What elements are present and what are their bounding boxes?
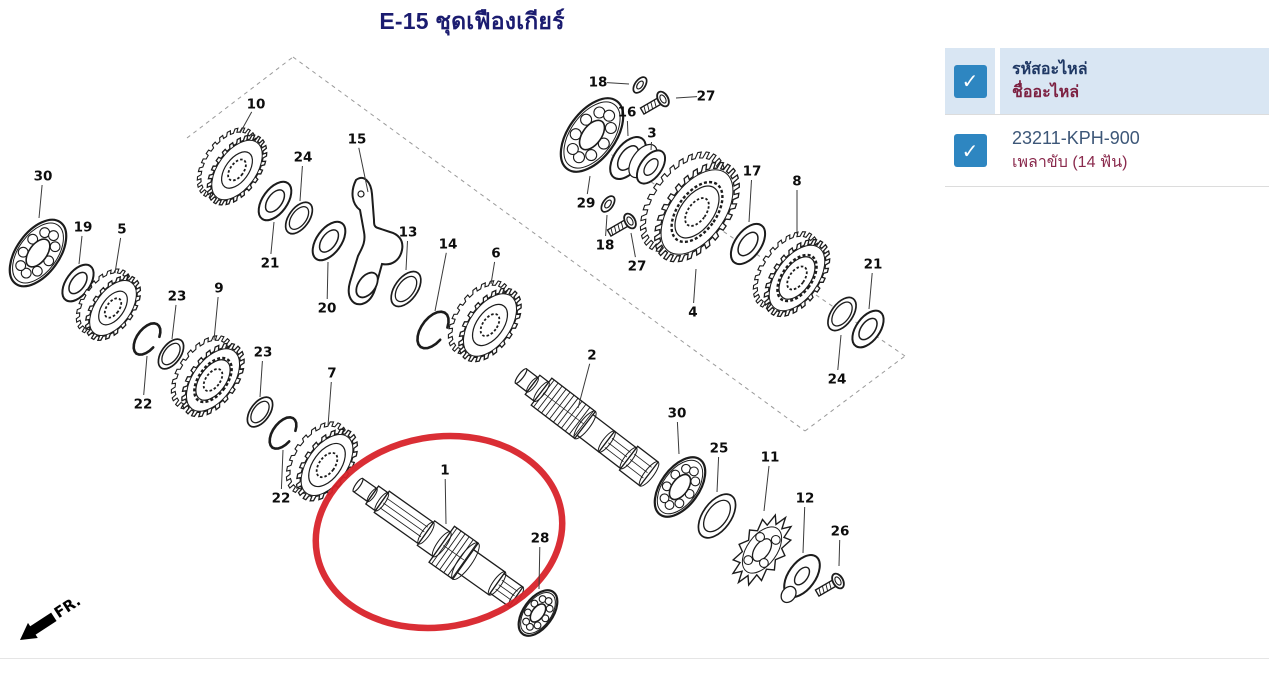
part-number-label-19[interactable]: 19 <box>74 220 93 236</box>
header-checkbox-cell: ✓ <box>945 48 1000 114</box>
part-gear2 <box>639 151 740 263</box>
part-number-label-3[interactable]: 3 <box>647 126 656 142</box>
part-gear <box>447 280 522 363</box>
part-number-label-9[interactable]: 9 <box>214 281 223 297</box>
parts-drawings <box>8 76 885 637</box>
part-ring <box>827 296 857 332</box>
part-gear2 <box>752 231 831 318</box>
part-bearing <box>653 456 707 518</box>
part-number-label-13[interactable]: 13 <box>399 225 418 241</box>
part-number-label-5[interactable]: 5 <box>117 222 126 238</box>
parts-list-header: ✓ รหัสอะไหล่ ชื่ออะไหล่ <box>945 48 1269 114</box>
part-number-label-4[interactable]: 4 <box>688 305 697 321</box>
part-plate <box>780 554 821 604</box>
part-number-label-1[interactable]: 1 <box>440 463 449 479</box>
page-title: E-15 ชุดเฟืองเกียร์ <box>379 8 565 34</box>
part-number-label-18[interactable]: 18 <box>589 75 608 91</box>
part-nut <box>632 76 648 94</box>
bottom-divider <box>0 658 1269 659</box>
part-number-label-18[interactable]: 18 <box>596 238 615 254</box>
part-number-label-30[interactable]: 30 <box>34 169 53 185</box>
select-all-checkbox[interactable]: ✓ <box>953 64 987 98</box>
part-number-label-28[interactable]: 28 <box>531 531 550 547</box>
part-number-label-24[interactable]: 24 <box>294 150 313 166</box>
leader-lines <box>38 82 873 590</box>
part-number-label-21[interactable]: 21 <box>864 257 883 273</box>
part-washer <box>311 220 347 262</box>
part-gear <box>75 268 142 341</box>
part-number-label-12[interactable]: 12 <box>796 491 815 507</box>
part-ring <box>157 338 185 370</box>
part-bolt <box>606 212 637 237</box>
part-number-label-10[interactable]: 10 <box>247 97 266 113</box>
part-nut <box>600 195 616 213</box>
part-shaft <box>514 367 660 487</box>
part-number-label-27[interactable]: 27 <box>628 259 647 275</box>
part-number-label-2[interactable]: 2 <box>587 348 596 364</box>
part-number-label-23[interactable]: 23 <box>168 289 187 305</box>
check-icon: ✓ <box>961 69 979 93</box>
part-number-label-16[interactable]: 16 <box>618 105 637 121</box>
part-number-label-23[interactable]: 23 <box>254 345 273 361</box>
part-shaft <box>352 477 525 608</box>
part-number-label-22[interactable]: 22 <box>272 491 291 507</box>
part-ring <box>390 270 422 308</box>
part-number-label-25[interactable]: 25 <box>710 441 729 457</box>
part-bearing <box>8 218 68 288</box>
part-number-label-26[interactable]: 26 <box>831 524 850 540</box>
part-circlip <box>416 310 450 350</box>
part-number-label-7[interactable]: 7 <box>327 366 336 382</box>
part-number-label-30[interactable]: 30 <box>668 406 687 422</box>
part-number-label-20[interactable]: 20 <box>318 301 337 317</box>
part-number-label-27[interactable]: 27 <box>697 89 716 105</box>
header-name-label: ชื่ออะไหล่ <box>1012 84 1080 101</box>
part-number-label-8[interactable]: 8 <box>792 174 801 190</box>
part-name: เพลาขับ (14 ฟัน) <box>1012 154 1128 171</box>
part-number-label-6[interactable]: 6 <box>491 246 500 262</box>
part-number-label-24[interactable]: 24 <box>828 372 847 388</box>
part-number-label-21[interactable]: 21 <box>261 256 280 272</box>
part-gear <box>285 421 359 502</box>
part-ring <box>697 493 737 539</box>
part-fork <box>347 176 404 306</box>
part-bolt <box>639 90 670 115</box>
part-washer <box>851 309 885 349</box>
part-number-label-22[interactable]: 22 <box>134 397 153 413</box>
part-gear <box>196 127 268 206</box>
header-code-label: รหัสอะไหล่ <box>1012 61 1088 78</box>
fr-direction-arrow: FR. <box>20 592 84 640</box>
fr-label: FR. <box>51 592 84 622</box>
part-sprocket <box>731 513 793 587</box>
part-circlip <box>132 321 162 356</box>
part-checkbox[interactable]: ✓ <box>953 134 987 167</box>
part-number-label-29[interactable]: 29 <box>577 196 596 212</box>
part-number-label-17[interactable]: 17 <box>743 164 762 180</box>
header-text-cell: รหัสอะไหล่ ชื่ออะไหล่ <box>1000 48 1269 114</box>
part-number-label-15[interactable]: 15 <box>348 132 367 148</box>
highlight-ellipse <box>312 432 566 632</box>
part-circlip <box>268 415 298 450</box>
part-number-label-14[interactable]: 14 <box>439 237 458 253</box>
part-ring <box>246 396 274 428</box>
part-washer <box>257 180 293 222</box>
part-bearing <box>517 589 559 637</box>
part-row[interactable]: ✓ 23211-KPH-900 เพลาขับ (14 ฟัน) <box>945 114 1269 187</box>
parts-list-panel: ✓ รหัสอะไหล่ ชื่ออะไหล่ ✓ 23211-KPH-900 … <box>945 48 1269 187</box>
part-collar <box>628 143 667 185</box>
part-gear2 <box>170 335 245 418</box>
part-bolt <box>814 572 845 597</box>
check-icon: ✓ <box>961 138 979 163</box>
part-code: 23211-KPH-900 <box>1012 128 1140 148</box>
part-bearing <box>559 97 625 173</box>
part-ring <box>284 201 314 235</box>
part-checkbox-cell: ✓ <box>945 115 1000 186</box>
part-washer <box>729 222 767 266</box>
part-number-label-11[interactable]: 11 <box>761 450 780 466</box>
part-text-cell: 23211-KPH-900 เพลาขับ (14 ฟัน) <box>1000 115 1269 186</box>
